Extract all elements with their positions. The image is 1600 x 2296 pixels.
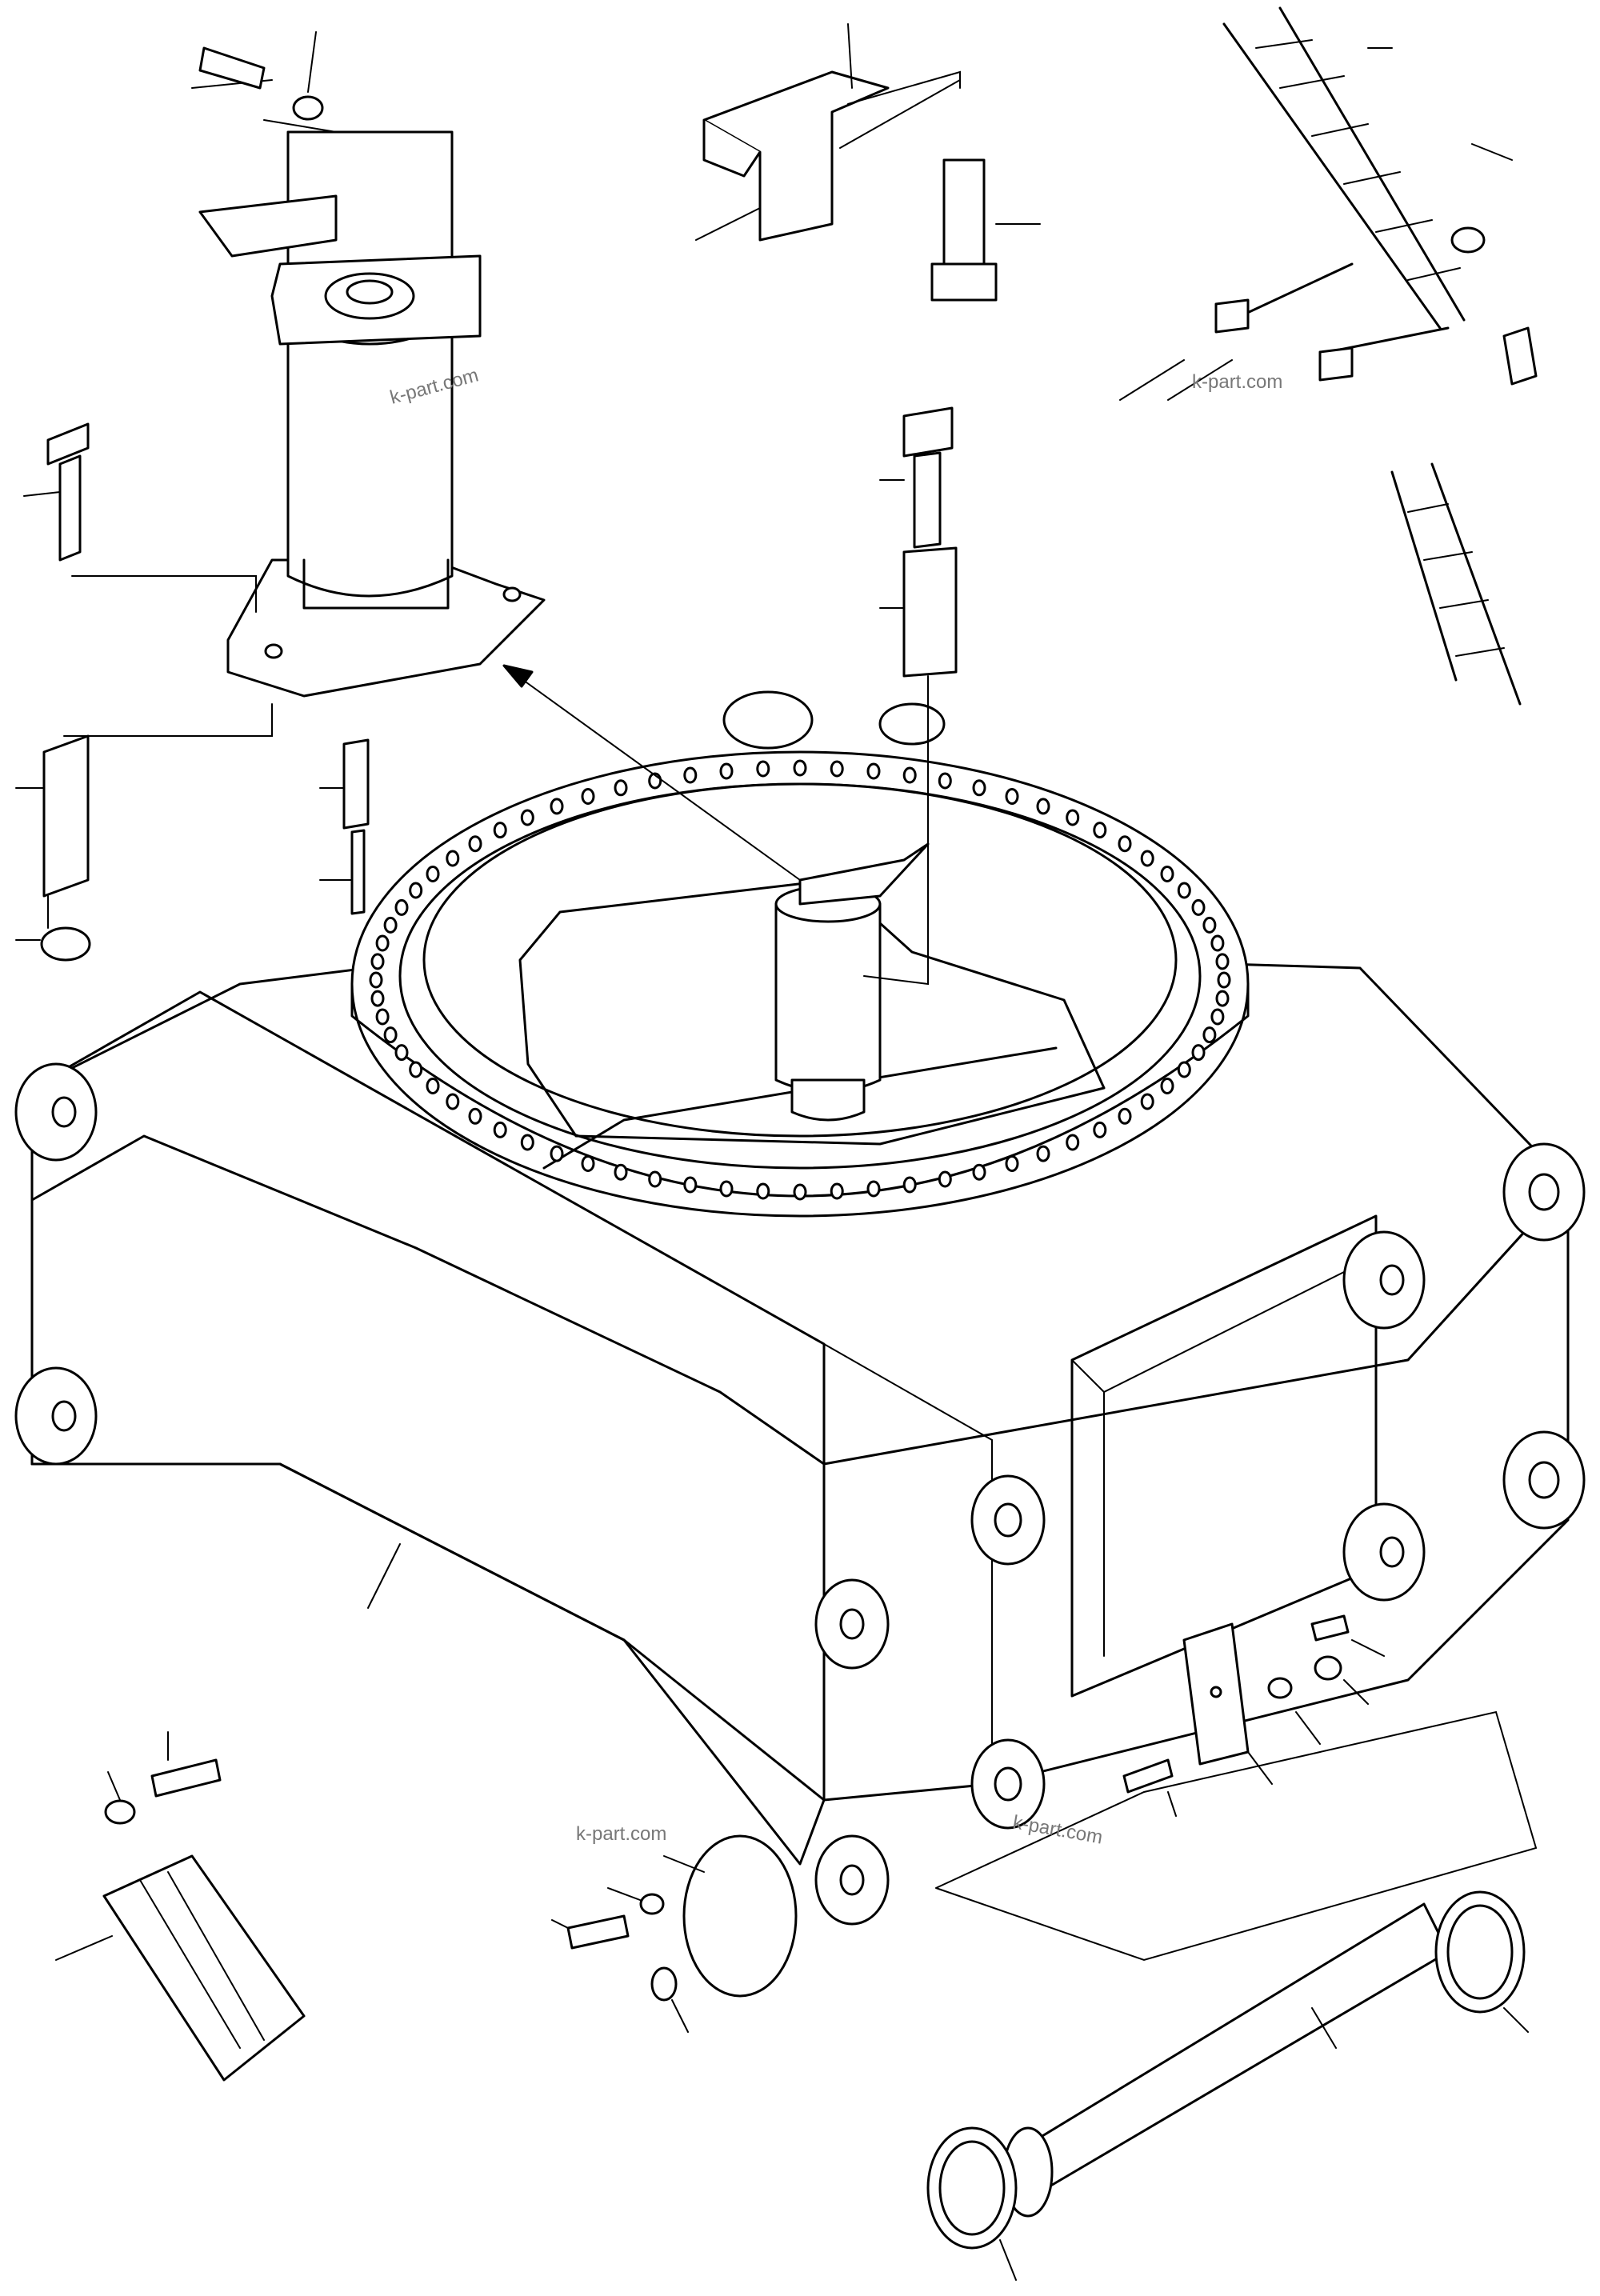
- ring-bolt-hole: [1005, 788, 1019, 805]
- ring-bolt-hole: [1093, 1121, 1107, 1138]
- ring-bolt-hole: [1160, 1078, 1174, 1094]
- ring-bolt-hole: [581, 788, 595, 805]
- frame-bosses: [14, 690, 1586, 1926]
- ring-bolt-hole: [972, 1163, 986, 1181]
- ring-bolt-hole: [756, 760, 770, 778]
- pivot-pin: [926, 1890, 1529, 2281]
- ring-bolt-hole: [1118, 835, 1132, 853]
- ring-bolt-hole: [1202, 1026, 1217, 1044]
- ring-bolt-hole: [1036, 798, 1050, 815]
- ring-bolt-hole: [446, 1093, 460, 1110]
- ring-bolt-hole: [938, 1170, 952, 1188]
- ring-bolt-hole: [1160, 866, 1174, 882]
- ring-bolt-hole: [383, 1026, 398, 1044]
- ring-bolt-hole: [1066, 1134, 1080, 1151]
- ring-bolt-hole: [756, 1182, 770, 1200]
- ring-bolt-hole: [1118, 1107, 1132, 1125]
- ring-bolt-hole: [550, 1145, 564, 1162]
- ring-bolt-hole: [383, 916, 398, 934]
- assembly-arrow: [502, 664, 801, 881]
- ring-bolt-hole: [426, 866, 440, 882]
- ring-bolt-hole: [972, 779, 986, 797]
- hydraulic-unit: [191, 31, 546, 698]
- ring-bolt-hole: [520, 1134, 534, 1151]
- ring-bolt-hole: [866, 762, 881, 780]
- ring-bolt-hole: [683, 766, 698, 784]
- ring-bolt-hole: [793, 1183, 807, 1201]
- ladder: [1119, 6, 1538, 706]
- ring-bolt-hole: [830, 760, 844, 778]
- lifting-bracket: [695, 23, 961, 242]
- ring-bolt-hole: [1191, 898, 1206, 916]
- ring-bolt-hole: [1005, 1155, 1019, 1172]
- ring-bolt-hole: [719, 762, 734, 780]
- ring-bolt-hole: [830, 1182, 844, 1200]
- ring-bolt-hole: [375, 934, 390, 952]
- ring-bolt-hole: [493, 1121, 507, 1138]
- ring-bolt-hole: [550, 798, 564, 815]
- ring-bolt-hole: [614, 779, 628, 797]
- ring-bolt-hole: [370, 990, 385, 1007]
- ring-bolt-hole: [394, 1044, 409, 1062]
- ring-bolt-hole: [370, 953, 385, 970]
- ring-bolt-hole: [902, 766, 917, 784]
- ring-bolt-hole: [1177, 882, 1191, 899]
- ring-bolt-hole: [394, 898, 409, 916]
- ring-bolt-hole: [1140, 850, 1154, 867]
- bolt-spacer-right: [863, 406, 958, 986]
- ring-bolt-hole: [1210, 1008, 1225, 1026]
- ring-bolt-hole: [581, 1155, 595, 1172]
- ring-bolt-hole: [1215, 990, 1230, 1007]
- ring-bolt-hole: [793, 759, 807, 777]
- ring-bolt-hole: [1177, 1061, 1191, 1078]
- watermark-text: k-part.com: [1192, 371, 1282, 393]
- ring-bolt-hole: [493, 822, 507, 839]
- ring-bolt-hole: [1036, 1145, 1050, 1162]
- ring-bolt-hole: [683, 1176, 698, 1194]
- ring-bolt-hole: [375, 1008, 390, 1026]
- ring-bolt-hole: [446, 850, 460, 867]
- cover-plate: [551, 1834, 798, 2033]
- ring-bolt-hole: [1202, 916, 1217, 934]
- bolt-top-center: [930, 158, 1041, 302]
- ring-bolt-hole: [468, 1107, 482, 1125]
- ring-bolt-hole: [866, 1180, 881, 1198]
- ring-bolt-hole: [409, 882, 423, 899]
- ring-bolt-hole: [1215, 953, 1230, 970]
- ring-bolt-hole: [1210, 934, 1225, 952]
- ring-bolt-hole: [1217, 971, 1231, 989]
- center-swivel: [774, 842, 930, 1122]
- bolts-top-left: [15, 46, 370, 962]
- ring-bolt-hole: [938, 772, 952, 790]
- ring-bolt-hole: [614, 1163, 628, 1181]
- ring-bolt-hole: [719, 1180, 734, 1198]
- ring-bolt-hole: [426, 1078, 440, 1094]
- ring-bolt-hole: [1191, 1044, 1206, 1062]
- ring-bolt-hole: [1093, 822, 1107, 839]
- ring-bolt-hole: [468, 835, 482, 853]
- ring-bolt-hole: [648, 1170, 662, 1188]
- ring-bolt-hole: [1066, 809, 1080, 826]
- ring-bolt-hole: [409, 1061, 423, 1078]
- plate-right: [1122, 1614, 1385, 1817]
- guard-and-bolts: [55, 1731, 306, 2082]
- ring-bolt-hole: [1140, 1093, 1154, 1110]
- ring-bolt-hole: [369, 971, 383, 989]
- ring-bolt-hole: [902, 1176, 917, 1194]
- watermark-text: k-part.com: [576, 1823, 666, 1845]
- ring-bolt-hole: [520, 809, 534, 826]
